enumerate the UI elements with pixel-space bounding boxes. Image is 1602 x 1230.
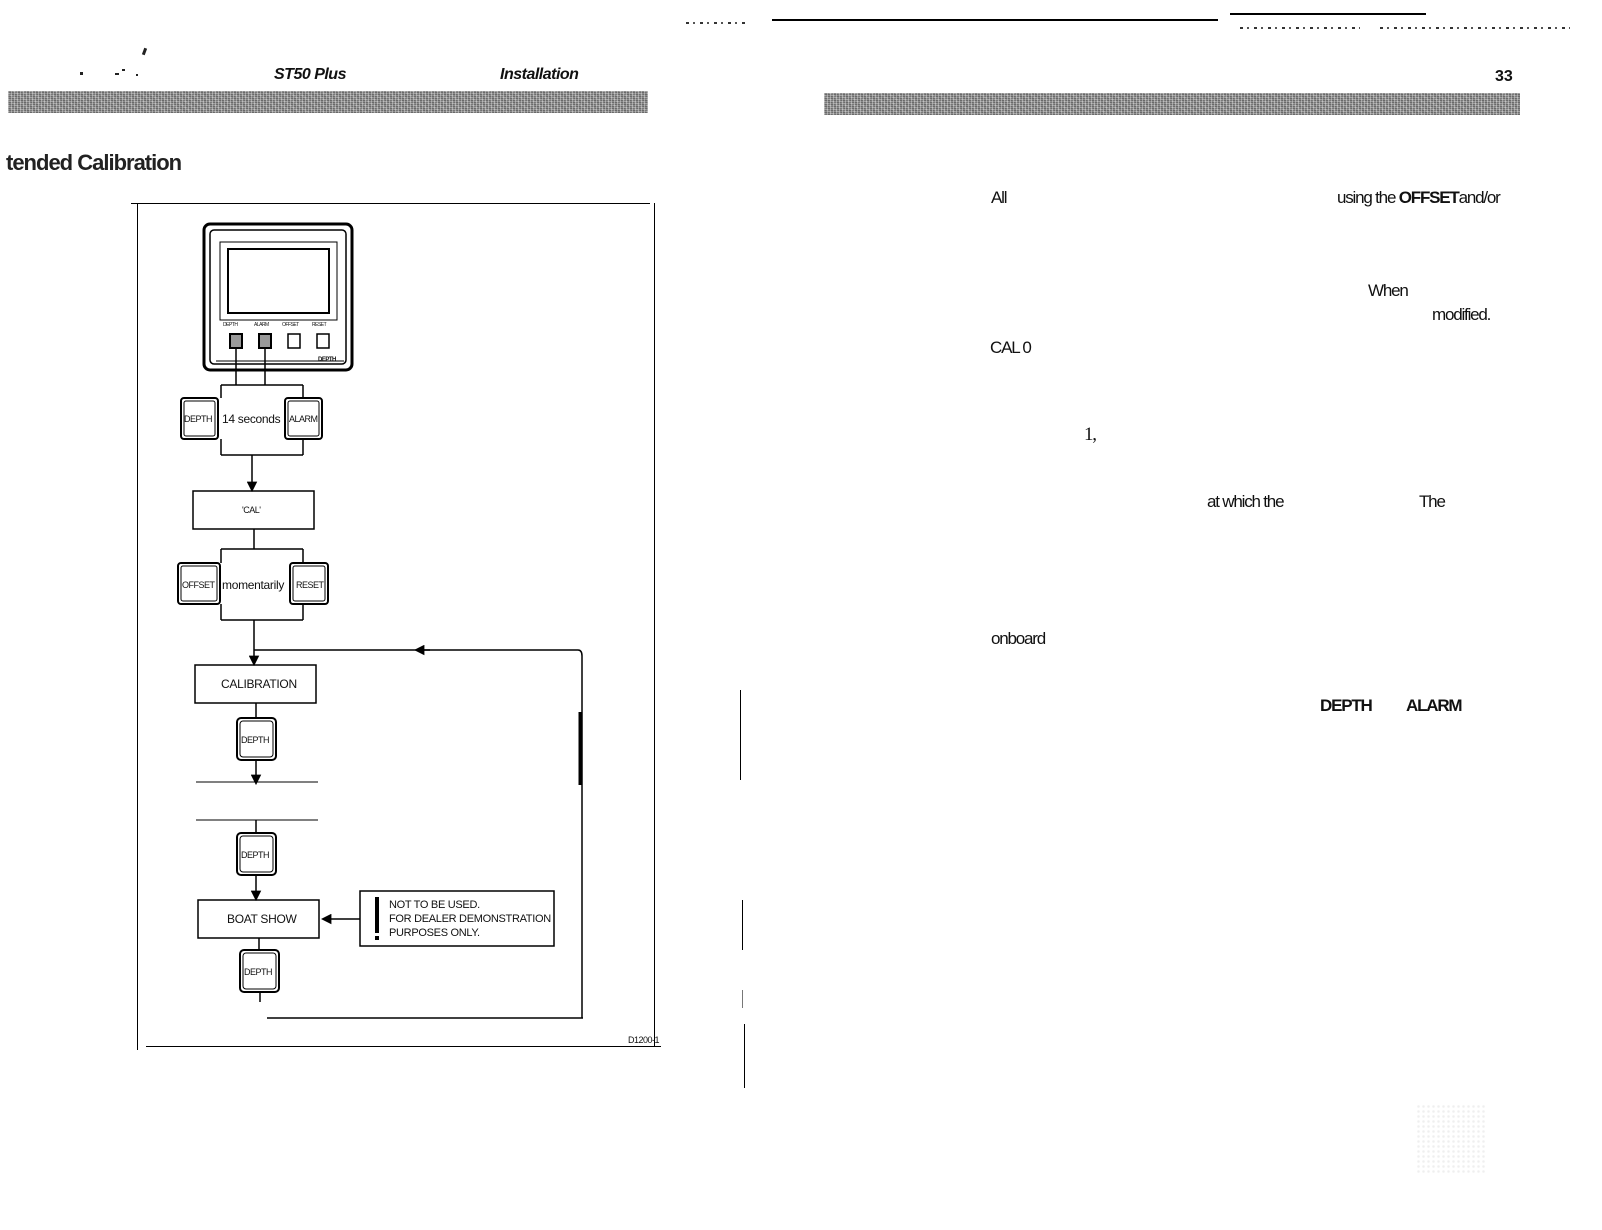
text-fragment-using-offset: using the OFFSETand/or [1337, 188, 1501, 208]
left-page: ST50 Plus Installation tended Calibratio… [0, 0, 700, 1230]
offset-key-reference: OFFSET [1398, 188, 1460, 207]
text-fragment-when: When [1368, 281, 1409, 300]
margin-rule [742, 900, 743, 950]
depth-key-3: DEPTH [244, 967, 273, 977]
text-fragment-at-which-the: at which the [1207, 492, 1285, 511]
calibration-box-label: CALIBRATION [221, 677, 297, 691]
offset-key-step2: OFFSET [182, 580, 215, 590]
warning-line-3: PURPOSES ONLY. [389, 927, 480, 939]
text-and-or: and/or [1458, 188, 1501, 207]
scan-rule [772, 19, 1218, 21]
depth-key-step1: DEPTH [184, 414, 213, 424]
header-band [824, 93, 1520, 115]
figure-frame-right [654, 203, 655, 1046]
reset-key-step2: RESET [296, 580, 324, 590]
scan-speck [122, 69, 125, 71]
scan-speck [115, 73, 119, 75]
scan-speck [80, 72, 83, 75]
text-fragment-the: The [1419, 492, 1446, 511]
calibration-flow-diagram [177, 222, 583, 1019]
text-fragment-all: All [991, 188, 1008, 207]
unit-button-label-offset: OFFSET [282, 322, 299, 328]
margin-rule [744, 1024, 745, 1088]
figure-frame-bottom [146, 1046, 661, 1047]
figure-frame-top [131, 203, 650, 204]
warning-line-2: FOR DEALER DEMONSTRATION [389, 913, 551, 925]
unit-button-label-reset: RESET [312, 322, 327, 328]
depth-key-1: DEPTH [241, 735, 270, 745]
margin-rule [740, 690, 741, 780]
boat-show-box-label: BOAT SHOW [227, 912, 297, 926]
warning-line-1: NOT TO BE USED. [389, 899, 480, 911]
cal-box-label: 'CAL' [242, 505, 261, 515]
unit-button-label-alarm: ALARM [254, 322, 269, 328]
unit-button-label-depth: DEPTH [223, 322, 238, 328]
header-product: ST50 Plus [274, 66, 346, 83]
scan-artifact [1240, 27, 1360, 29]
depth-key-reference: DEPTH [1320, 696, 1373, 715]
alarm-key-step1: ALARM [289, 414, 318, 424]
margin-rule [742, 990, 743, 1008]
figure-code: D1200-1 [628, 1035, 660, 1045]
scan-artifact [686, 22, 746, 24]
unit-buttons [229, 333, 330, 349]
text-fragment-one: 1, [1084, 424, 1097, 445]
figure-frame-left [137, 203, 138, 1050]
alarm-key-reference: ALARM [1406, 696, 1463, 715]
scan-rule [1230, 13, 1426, 15]
text-fragment-cal0: CAL 0 [990, 338, 1032, 357]
section-title: tended Calibration [6, 150, 182, 175]
scan-artifact [1380, 27, 1570, 29]
text-fragment-onboard: onboard [991, 629, 1046, 648]
text-fragment-modified: modified. [1432, 305, 1491, 324]
right-page: 33 All using the OFFSETand/or When modif… [686, 0, 1602, 1230]
text-using-the: using the [1337, 188, 1396, 207]
scan-smudge [1416, 1104, 1486, 1174]
step1-duration: 14 seconds [222, 412, 281, 426]
page-number: 33 [1495, 68, 1513, 85]
unit-display-label: DEPTH [318, 357, 336, 363]
step2-duration: momentarily [222, 578, 285, 592]
instrument-unit [202, 222, 354, 372]
scan-speck [136, 74, 138, 76]
header-band [8, 91, 648, 113]
depth-key-2: DEPTH [241, 850, 270, 860]
header-section: Installation [500, 66, 579, 83]
